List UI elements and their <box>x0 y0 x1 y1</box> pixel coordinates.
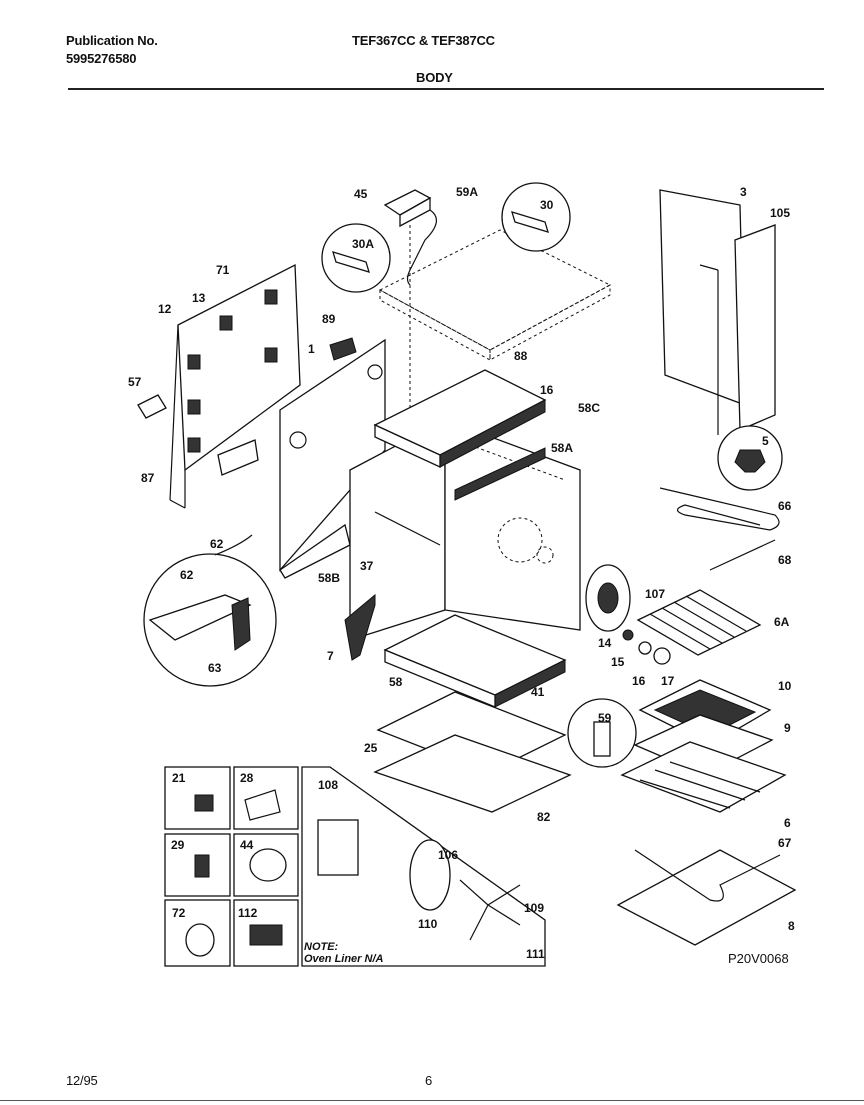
callout-62: 62 <box>210 537 224 551</box>
detail-circle-62 <box>143 534 277 687</box>
callout-29: 29 <box>171 838 185 852</box>
callout-57: 57 <box>128 375 142 389</box>
callout-21: 21 <box>172 771 186 785</box>
callout-59a: 59A <box>456 185 478 199</box>
callout-6a: 6A <box>774 615 790 629</box>
note-title: NOTE: <box>304 941 339 953</box>
callout-12: 12 <box>158 302 172 316</box>
label-plate-57 <box>137 394 167 419</box>
detail-circle-30 <box>501 182 571 252</box>
callout-67: 67 <box>778 836 792 850</box>
callout-106: 106 <box>438 848 458 862</box>
callout-3: 3 <box>740 185 747 199</box>
insulation-top-58c <box>373 369 547 469</box>
callout-15: 15 <box>611 655 625 669</box>
callout-108: 108 <box>318 778 338 792</box>
section-title: BODY <box>416 70 453 85</box>
callout-68: 68 <box>778 553 792 567</box>
callout-7: 7 <box>327 649 334 663</box>
control-housing <box>279 338 386 579</box>
callout-6: 6 <box>784 816 791 830</box>
bracket-87 <box>217 439 259 476</box>
bake-element-8 <box>616 849 797 946</box>
callout-17: 17 <box>661 674 675 688</box>
publication-number: 5995276580 <box>66 51 137 66</box>
rack-6 <box>620 741 787 813</box>
callout-58: 58 <box>389 675 403 689</box>
insulation-side-58a <box>454 447 546 501</box>
footer-rule <box>0 1100 864 1101</box>
callout-111: 111 <box>526 947 545 961</box>
footer-date: 12/95 <box>66 1073 98 1088</box>
element-68 <box>709 539 776 571</box>
bracket-45 <box>383 189 432 228</box>
callout-71: 71 <box>216 263 230 277</box>
callout-109: 109 <box>524 901 544 915</box>
callout-37: 37 <box>360 559 374 573</box>
detail-circle-59 <box>567 698 637 768</box>
callout-30: 30 <box>540 198 554 212</box>
back-panel <box>659 189 776 435</box>
callout-45: 45 <box>354 187 368 201</box>
callout-labels: 45 59A 30 3 105 30A 71 12 13 89 1 88 16 … <box>128 185 795 961</box>
callout-63: 63 <box>208 661 222 675</box>
callout-1: 1 <box>308 342 315 356</box>
cooktop-panel <box>378 225 612 410</box>
switch-89 <box>329 337 357 361</box>
callout-16-lamp: 16 <box>632 674 646 688</box>
callout-16: 16 <box>540 383 554 397</box>
callout-62-detail: 62 <box>180 568 194 582</box>
callout-110: 110 <box>418 917 438 931</box>
callout-82: 82 <box>537 810 551 824</box>
header-rule <box>68 88 824 90</box>
panel-82 <box>373 734 572 813</box>
callout-9: 9 <box>784 721 791 735</box>
callout-14: 14 <box>598 636 612 650</box>
model-numbers: TEF367CC & TEF387CC <box>352 33 495 48</box>
side-panel <box>169 263 301 509</box>
callout-5: 5 <box>762 434 769 448</box>
callout-89: 89 <box>322 312 336 326</box>
callout-87: 87 <box>141 471 155 485</box>
publication-label: Publication No. <box>66 33 158 48</box>
rack-6a <box>636 589 762 656</box>
callout-107: 107 <box>645 587 665 601</box>
detail-circle-30a <box>321 223 391 293</box>
callout-25: 25 <box>364 741 378 755</box>
detail-circle-5 <box>717 425 783 491</box>
callout-105: 105 <box>770 206 790 220</box>
callout-58a: 58A <box>551 441 573 455</box>
callout-58b: 58B <box>318 571 340 585</box>
callout-72: 72 <box>172 906 186 920</box>
parts-inset <box>164 766 546 967</box>
insulation-bottom-58 <box>383 614 567 708</box>
broil-element-66 <box>659 487 780 531</box>
callout-30a: 30A <box>352 237 374 251</box>
lamp-parts <box>622 629 671 665</box>
callout-88: 88 <box>514 349 528 363</box>
callout-58c: 58C <box>578 401 600 415</box>
oven-cavity <box>349 418 581 641</box>
tube-59a <box>406 209 437 286</box>
note-text: Oven Liner N/A <box>304 953 384 965</box>
callout-8: 8 <box>788 919 795 933</box>
callout-112: 112 <box>238 906 258 920</box>
callout-10: 10 <box>778 679 792 693</box>
callout-44: 44 <box>240 838 254 852</box>
callout-13: 13 <box>192 291 206 305</box>
callout-59: 59 <box>598 711 612 725</box>
fan-cover-107 <box>585 564 631 632</box>
callout-28: 28 <box>240 771 254 785</box>
callout-66: 66 <box>778 499 792 513</box>
hinge-7 <box>344 593 376 661</box>
callout-41: 41 <box>531 685 545 699</box>
diagram-code: P20V0068 <box>728 951 789 966</box>
probe-37 <box>374 511 441 546</box>
footer-page-number: 6 <box>425 1073 433 1088</box>
